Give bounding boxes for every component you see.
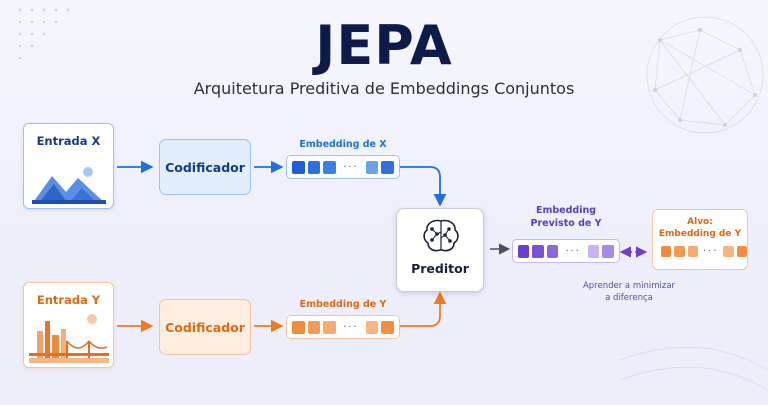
input-x-label: Entrada X [36,134,101,148]
input-y-card: Entrada Y [23,282,114,368]
predicted-embedding-vector: ··· [512,239,620,263]
encoder-y: Codificador [159,299,251,355]
predictor-label: Preditor [411,261,469,276]
city-skyline-icon [29,314,109,363]
page-title: JEPA [315,14,453,77]
embedding-x-ellipsis: ··· [343,161,359,173]
target-ellipsis: ··· [702,246,719,257]
arrow-embedding-x-to-predictor [400,166,447,207]
embedding-y-ellipsis: ··· [343,321,359,333]
embedding-x-vector: ··· [286,155,400,179]
predicted-label-line2: Previsto de Y [530,218,602,229]
target-label-line1: Alvo: [687,217,713,227]
input-x-card: Entrada X [23,123,114,209]
target-vector: ··· [661,246,748,257]
embedding-y-label: Embedding de Y [299,299,387,310]
predicted-embedding-label: Embedding Previsto de Y [512,204,620,230]
embedding-x-label: Embedding de X [299,139,387,150]
predicted-label-line1: Embedding [535,205,597,216]
target-card: Alvo: Embedding de Y ··· [652,209,748,270]
encoder-x: Codificador [159,139,251,195]
input-y-label: Entrada Y [36,293,101,307]
page-subtitle: Arquitetura Preditiva de Embeddings Conj… [193,79,575,98]
mountains-icon [32,167,106,204]
predicted-ellipsis: ··· [565,245,581,257]
predictor-box: Preditor [396,208,484,292]
target-label: Alvo: Embedding de Y [653,216,747,240]
minimize-difference-note: Aprender a minimizar a diferença [570,280,688,304]
note-line1: Aprender a minimizar [582,281,676,291]
embedding-y-vector: ··· [286,315,400,339]
target-label-line2: Embedding de Y [658,229,742,239]
brain-network-icon [423,219,459,252]
arrow-embedding-y-to-predictor [400,291,447,327]
note-line2: a diferença [605,293,653,303]
